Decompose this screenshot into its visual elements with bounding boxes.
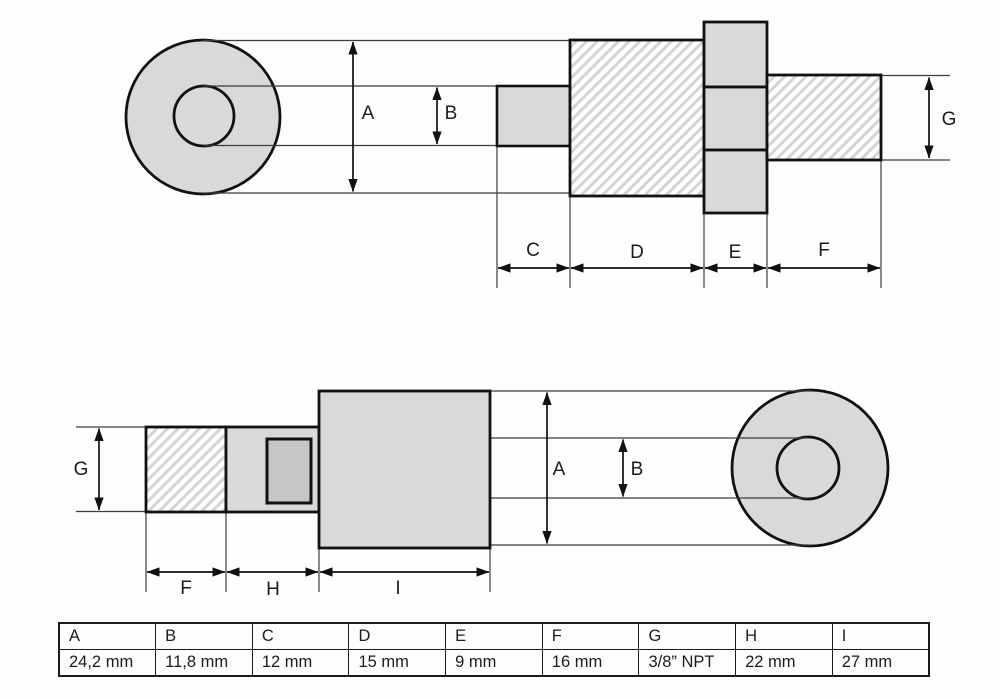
dim-label-b-top: B [445, 103, 458, 124]
bottom-view: G A B F H I [74, 388, 890, 600]
dim-label-a-top: A [362, 103, 375, 124]
dimension-table: A B C D E F G H I 24,2 mm 11,8 mm 12 mm … [58, 622, 930, 677]
top-rod-section-c [495, 84, 572, 148]
dim-label-b-bottom: B [631, 459, 644, 480]
table-value-cell: 12 mm [251, 649, 350, 677]
table-value-cell: 3/8” NPT [638, 649, 737, 677]
top-nut-flat-middle [702, 85, 769, 152]
top-nut-flat-upper [702, 20, 769, 89]
top-dimension-arrows [348, 41, 934, 273]
table-header-cell: C [251, 622, 350, 650]
table-value-cell: 22 mm [735, 649, 833, 677]
table-header-cell: E [445, 622, 543, 650]
dim-label-d: D [630, 242, 644, 263]
table-value-cell: 11,8 mm [155, 649, 253, 677]
table-header-cell: H [735, 622, 833, 650]
dim-label-a-bottom: A [553, 459, 566, 480]
top-view: A B G C D E F [124, 20, 957, 288]
dim-label-g-top: G [942, 109, 957, 130]
top-nut-section-e [702, 20, 769, 215]
bottom-wrench-flat-insert [265, 437, 313, 505]
dim-label-h: H [266, 579, 280, 600]
table-value-cell: 16 mm [541, 649, 640, 677]
top-body-section-d-hatched [568, 38, 706, 198]
table-header-cell: I [831, 622, 930, 650]
dim-label-f-bottom: F [180, 578, 192, 599]
top-eye-hole-circle [172, 84, 236, 148]
dim-label-i: I [395, 578, 400, 599]
table-header-row: A B C D E F G H I [58, 622, 930, 650]
table-header-cell: A [58, 622, 157, 650]
table-value-cell: 27 mm [831, 649, 930, 677]
top-thread-section-f-hatched [765, 73, 883, 162]
table-value-cell: 15 mm [348, 649, 447, 677]
table-header-cell: F [541, 622, 640, 650]
table-value-cell: 9 mm [445, 649, 543, 677]
table-header-cell: B [155, 622, 253, 650]
dim-label-g-bottom: G [74, 459, 89, 480]
table-value-cell: 24,2 mm [58, 649, 157, 677]
dim-label-c: C [526, 240, 540, 261]
table-header-cell: D [348, 622, 447, 650]
bottom-body-section-i [317, 389, 492, 550]
bottom-eye-hole-circle [775, 435, 841, 501]
table-header-cell: G [638, 622, 737, 650]
dim-label-e: E [729, 242, 742, 263]
bottom-dimension-arrows [94, 392, 628, 577]
table-value-row: 24,2 mm 11,8 mm 12 mm 15 mm 9 mm 16 mm 3… [58, 649, 930, 677]
bottom-thread-section-f-hatched [144, 425, 228, 514]
top-nut-flat-lower [702, 148, 769, 215]
dim-label-f-top: F [818, 240, 830, 261]
